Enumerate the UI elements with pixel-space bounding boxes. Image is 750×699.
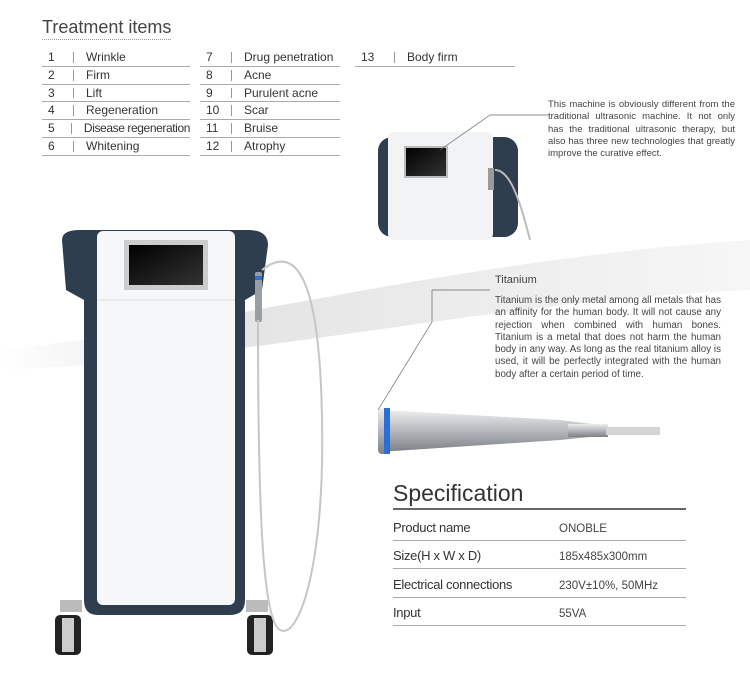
item-number: 2 — [42, 69, 74, 81]
item-number: 11 — [200, 122, 232, 134]
treatment-row: 10 Scar — [200, 102, 340, 121]
machine-main — [55, 230, 324, 655]
spec-key: Product name — [393, 520, 471, 535]
treatment-row: 4 Regeneration — [42, 102, 190, 121]
item-label: Drug penetration — [244, 50, 334, 64]
item-number: 4 — [42, 105, 74, 116]
treatment-row: 9 Purulent acne — [200, 85, 340, 103]
treatment-title: Treatment items — [42, 17, 172, 40]
item-label: Wrinkle — [86, 50, 126, 64]
machine-thumbnail — [378, 132, 531, 241]
item-label: Acne — [244, 67, 272, 82]
item-label: Firm — [86, 67, 110, 82]
spec-key: Size(H x W x D) — [393, 548, 481, 563]
spec-row: Electrical connections 230V±10%, 50MHz — [393, 570, 686, 598]
treatment-row: 3 Lift — [42, 85, 190, 103]
treatment-column-1: 1 Wrinkle 2 Firm 3 Lift 4 Regeneration 5 Dise… — [42, 49, 190, 156]
treatment-row: 7 Drug penetration — [200, 49, 340, 67]
item-label: Atrophy — [244, 138, 286, 153]
treatment-row: 11 Bruise — [200, 120, 340, 138]
spec-value: 55VA — [559, 608, 587, 620]
item-label: Body firm — [407, 50, 458, 64]
treatment-row: 2 Firm — [42, 67, 190, 85]
spec-title: Specification — [393, 480, 686, 510]
item-number: 10 — [200, 105, 232, 116]
treatment-row: 5 Disease regeneration — [42, 120, 190, 138]
spec-value: ONOBLE — [559, 523, 607, 535]
item-number: 3 — [42, 87, 74, 98]
item-number: 9 — [200, 87, 232, 98]
item-number: 1 — [42, 51, 74, 63]
spec-row: Size(H x W x D) 185x485x300mm — [393, 541, 686, 569]
treatment-row: 8 Acne — [200, 67, 340, 85]
spec-value: 230V±10%, 50MHz — [559, 580, 659, 592]
treatment-column-3: 13 Body firm — [355, 49, 515, 67]
item-label: Whitening — [86, 138, 140, 153]
treatment-row: 6 Whitening — [42, 138, 190, 156]
item-label: Bruise — [244, 121, 279, 136]
spec-value: 185x485x300mm — [559, 551, 648, 563]
item-number: 12 — [200, 140, 232, 152]
titanium-title: Titanium — [495, 274, 537, 286]
spec-row: Product name ONOBLE — [393, 513, 686, 541]
item-label: Scar — [244, 103, 269, 118]
item-label: Regeneration — [86, 103, 159, 118]
item-label: Disease regeneration — [83, 121, 190, 136]
item-number: 5 — [42, 122, 72, 134]
machine-callout-text: This machine is obviously different from… — [548, 99, 735, 160]
spec-key: Input — [393, 605, 421, 620]
item-label: Lift — [86, 85, 103, 100]
item-number: 8 — [200, 69, 232, 81]
item-label: Purulent acne — [244, 85, 319, 100]
spec-key: Electrical connections — [393, 577, 513, 592]
treatment-column-2: 7 Drug penetration 8 Acne 9 Purulent acne 1… — [200, 49, 340, 156]
treatment-row: 1 Wrinkle — [42, 49, 190, 67]
item-number: 13 — [355, 51, 395, 63]
titanium-handpiece — [378, 408, 660, 454]
titanium-text: Titanium is the only metal among all met… — [495, 295, 721, 380]
treatment-row: 13 Body firm — [355, 49, 515, 67]
treatment-row: 12 Atrophy — [200, 138, 340, 156]
item-number: 6 — [42, 140, 74, 152]
spec-row: Input 55VA — [393, 598, 686, 626]
item-number: 7 — [200, 51, 232, 63]
